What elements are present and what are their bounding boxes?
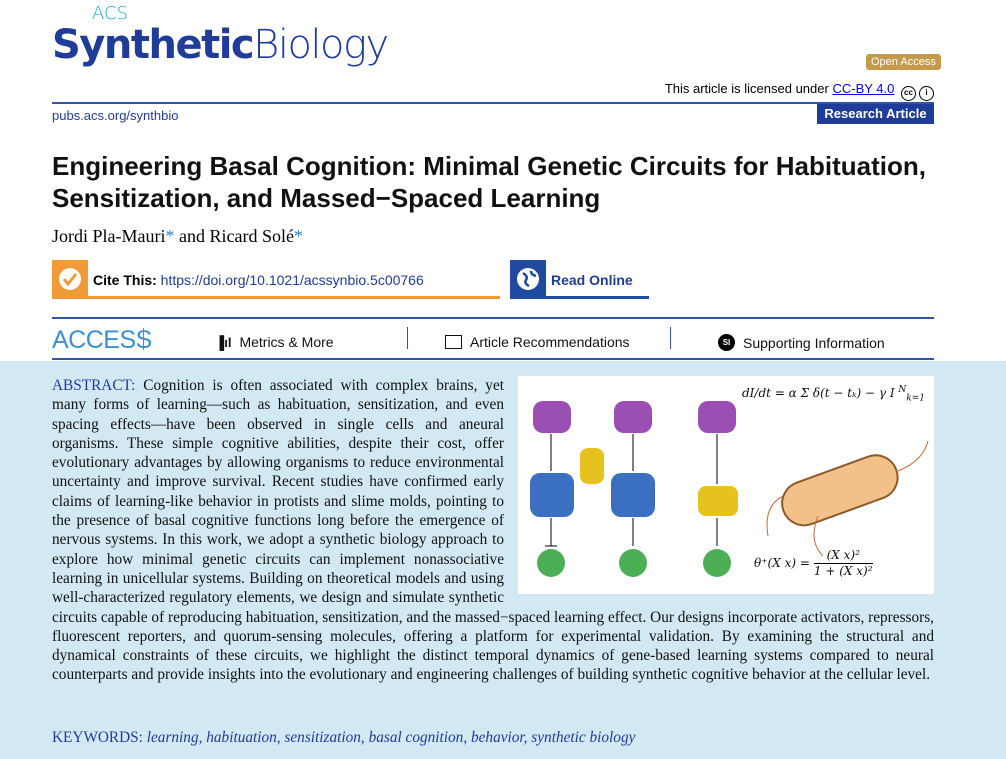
recommendations-label: Article Recommendations <box>470 334 630 350</box>
bacterium-illustration <box>766 440 929 557</box>
journal-logo[interactable]: SyntheticBiology <box>52 22 389 68</box>
license-notice: This article is licensed under CC-BY 4.0… <box>665 81 934 101</box>
divider <box>407 327 408 349</box>
divider <box>52 102 934 104</box>
divider <box>510 296 649 299</box>
circuit-3 <box>698 401 738 577</box>
recommendations-link[interactable]: Article Recommendations <box>445 334 630 350</box>
divider <box>52 317 934 319</box>
cite-this: Cite This: https://doi.org/10.1021/acssy… <box>93 272 424 288</box>
journal-logo-acs: ACS <box>92 3 128 24</box>
cite-label: Cite This: <box>93 272 157 288</box>
abstract-text: Cognition is often associated with compl… <box>52 377 934 684</box>
attribution-icon: i <box>919 86 934 101</box>
author-name[interactable]: Ricard Solé <box>209 226 294 246</box>
logo-biology: Biology <box>253 22 389 68</box>
keywords-label: KEYWORDS: <box>52 729 143 746</box>
cc-icon: cc <box>901 86 916 101</box>
divider <box>52 358 934 360</box>
article-type-badge: Research Article <box>817 104 934 124</box>
abstract-label: ABSTRACT: <box>52 377 136 394</box>
article-title: Engineering Basal Cognition: Minimal Gen… <box>52 151 926 213</box>
open-access-badge: Open Access <box>866 54 941 70</box>
metrics-label: Metrics & More <box>239 334 334 350</box>
toc-graphic[interactable]: dI/dt = α Σ δ(t − tₖ) − γ I Nk=1 θ⁺(X x)… <box>518 376 934 594</box>
license-link[interactable]: CC-BY 4.0 <box>832 81 895 96</box>
divider <box>52 296 500 299</box>
metrics-link[interactable]: ▐ıl Metrics & More <box>215 334 334 350</box>
equation-1: dI/dt = α Σ δ(t − tₖ) − γ I Nk=1 <box>742 385 926 404</box>
circuit-1 <box>530 401 574 577</box>
circuit-2 <box>580 401 655 577</box>
circuit-diagram <box>530 401 929 577</box>
cite-check-icon <box>52 260 88 298</box>
abstract: dI/dt = α Σ δ(t − tₖ) − γ I Nk=1 θ⁺(X x)… <box>52 376 934 685</box>
supporting-label: Supporting Information <box>743 334 885 351</box>
access-heading: ACCESS <box>52 326 152 354</box>
divider <box>143 328 144 350</box>
logo-synthetic: Synthetic <box>52 22 255 68</box>
author-name[interactable]: Jordi Pla-Mauri <box>52 226 166 246</box>
license-text: This article is licensed under <box>664 81 829 96</box>
read-online-link[interactable]: Read Online <box>551 272 633 288</box>
keywords: KEYWORDS: learning, habituation, sensiti… <box>52 729 635 747</box>
globe-icon[interactable] <box>510 260 546 298</box>
doi-link[interactable]: https://doi.org/10.1021/acssynbio.5c0076… <box>160 272 424 288</box>
supporting-info-link[interactable]: SI Supporting Information <box>718 334 885 351</box>
newspaper-icon <box>445 335 462 349</box>
corresponding-mark[interactable]: * <box>165 226 175 246</box>
corresponding-mark[interactable]: * <box>293 226 303 246</box>
keywords-text: learning, habituation, sensitization, ba… <box>146 729 636 746</box>
bar-chart-icon: ▐ıl <box>215 334 232 350</box>
divider <box>670 327 671 349</box>
journal-url[interactable]: pubs.acs.org/synthbio <box>52 108 179 123</box>
si-icon: SI <box>718 334 735 351</box>
authors-and: and <box>178 226 205 246</box>
authors: Jordi Pla-Mauri* and Ricard Solé* <box>52 226 303 247</box>
